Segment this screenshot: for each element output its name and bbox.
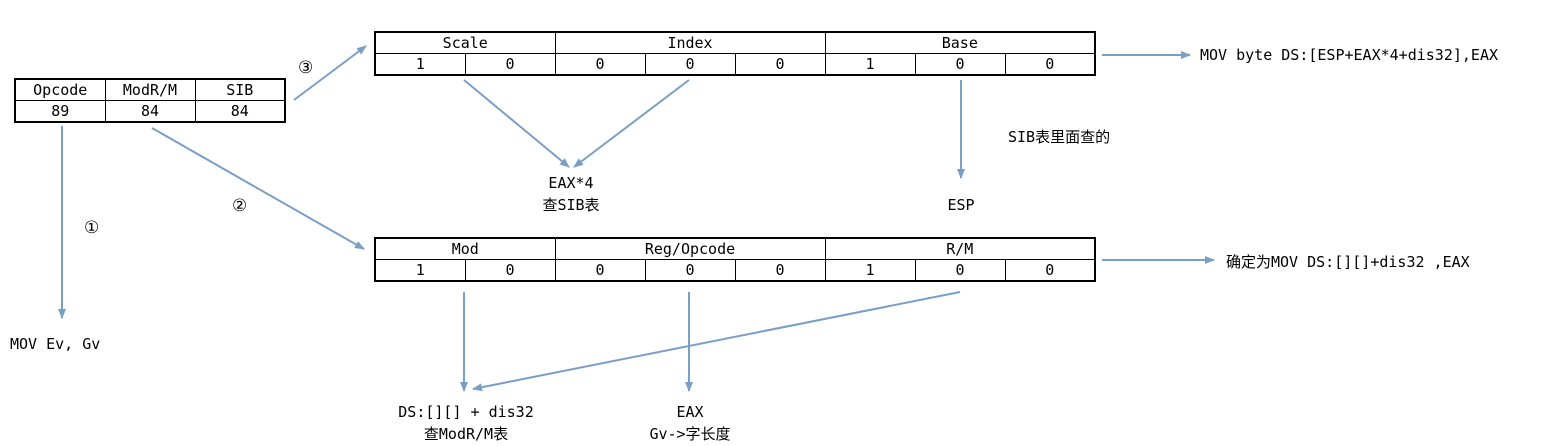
sib-header: SIB <box>194 78 286 101</box>
sib-bit-4: 0 <box>644 53 736 76</box>
scale-header: Scale <box>374 31 556 54</box>
sib-bit-row: 1 0 0 0 0 1 0 0 <box>374 53 1096 76</box>
instruction-header-row: Opcode ModR/M SIB <box>14 78 286 101</box>
opcode-header: Opcode <box>14 78 106 101</box>
sib-bit-1: 0 <box>914 53 1006 76</box>
base-header: Base <box>824 31 1096 54</box>
modrm-header: ModR/M <box>104 78 196 101</box>
sib-bit-5: 0 <box>554 53 646 76</box>
reg-result-line1: EAX <box>676 403 704 421</box>
index-header: Index <box>554 31 826 54</box>
modrm-value: 84 <box>104 100 196 123</box>
scale-index-result-line2: 查SIB表 <box>542 196 600 214</box>
modrm-bit-3: 0 <box>734 259 826 282</box>
arrow-index-to-eax4 <box>573 79 690 168</box>
modrm-bit-row: 1 0 0 0 0 1 0 0 <box>374 259 1096 282</box>
rm-header: R/M <box>824 237 1096 260</box>
modrm-result-label: 确定为MOV DS:[][]+dis32 ,EAX <box>1226 253 1470 271</box>
modrm-bit-4: 0 <box>644 259 736 282</box>
modrm-bits-table: Mod Reg/Opcode R/M 1 0 0 0 0 1 0 0 <box>374 237 1096 282</box>
arrow-rm-to-mod <box>472 291 961 392</box>
opcode-value: 89 <box>14 100 106 123</box>
sib-bit-7: 1 <box>374 53 466 76</box>
reg-opcode-header: Reg/Opcode <box>554 237 826 260</box>
scale-index-result-line1: EAX*4 <box>548 174 594 192</box>
modrm-header-row: Mod Reg/Opcode R/M <box>374 237 1096 260</box>
sib-note-label: SIB表里面查的 <box>1008 128 1111 146</box>
sib-bit-6: 0 <box>464 53 556 76</box>
step-1-marker: ① <box>84 218 100 238</box>
arrow-modrm-to-modrm-table <box>151 127 365 250</box>
modrm-bit-7: 1 <box>374 259 466 282</box>
mod-rm-result-line1: DS:[][] + dis32 <box>398 403 534 421</box>
arrow-scale-to-eax4 <box>463 79 570 168</box>
reg-result-line2: Gv->字长度 <box>649 425 731 443</box>
instruction-bytes-table: Opcode ModR/M SIB 89 84 84 <box>14 78 286 123</box>
sib-bit-3: 0 <box>734 53 826 76</box>
modrm-bit-2: 1 <box>824 259 916 282</box>
sib-header-row: Scale Index Base <box>374 31 1096 54</box>
sib-bit-2: 1 <box>824 53 916 76</box>
sib-result-label: MOV byte DS:[ESP+EAX*4+dis32],EAX <box>1200 46 1499 64</box>
sib-value: 84 <box>194 100 286 123</box>
modrm-bit-6: 0 <box>464 259 556 282</box>
modrm-bit-0: 0 <box>1004 259 1096 282</box>
modrm-bit-5: 0 <box>554 259 646 282</box>
step-2-marker: ② <box>232 196 248 216</box>
sib-bit-0: 0 <box>1004 53 1096 76</box>
base-result-label: ESP <box>947 196 975 214</box>
instruction-value-row: 89 84 84 <box>14 100 286 123</box>
step-3-marker: ③ <box>298 58 314 78</box>
mod-rm-result-line2: 查ModR/M表 <box>423 425 509 443</box>
mod-header: Mod <box>374 237 556 260</box>
opcode-result-label: MOV Ev, Gv <box>10 335 101 353</box>
modrm-bit-1: 0 <box>914 259 1006 282</box>
arrow-sib-to-sib-table <box>293 45 367 101</box>
sib-bits-table: Scale Index Base 1 0 0 0 0 1 0 0 <box>374 31 1097 76</box>
